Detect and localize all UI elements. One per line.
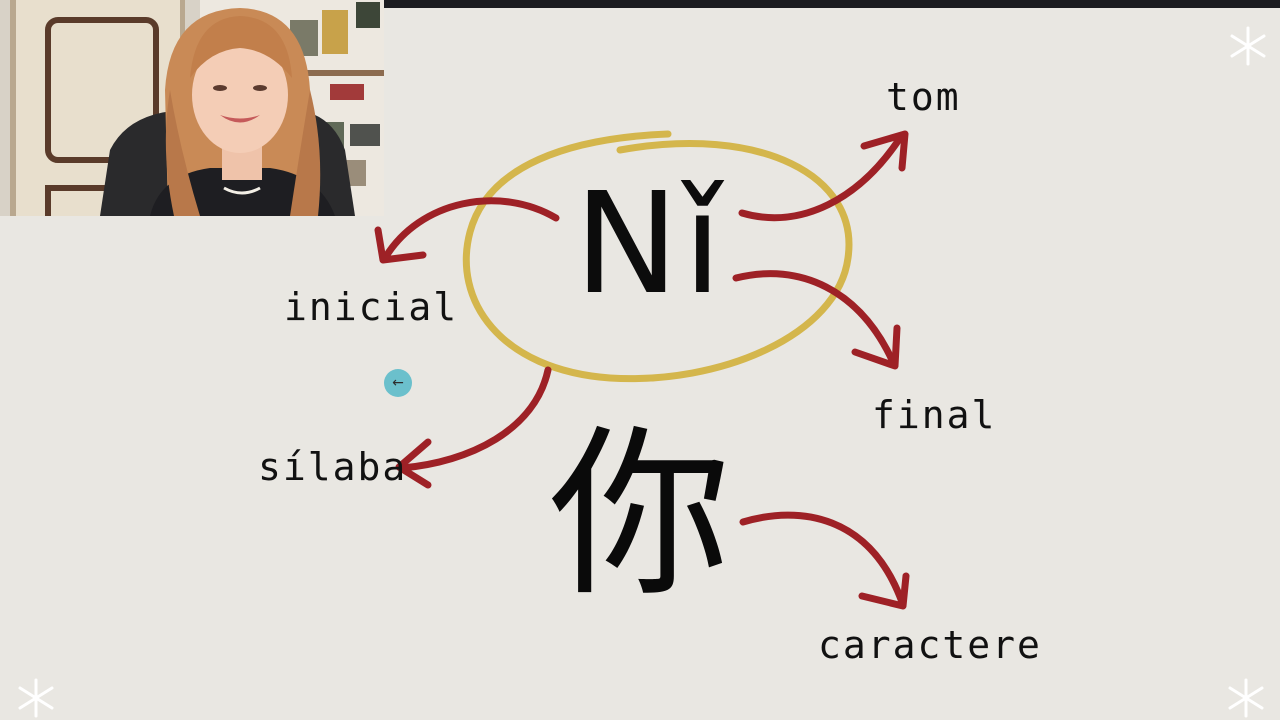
label-tom: tom: [886, 75, 961, 119]
arrow-to-final: [732, 270, 901, 370]
top-bar: [384, 0, 1280, 8]
sparkle-icon: [1230, 26, 1266, 66]
cursor-icon: ←: [384, 369, 412, 397]
sparkle-icon: [1228, 678, 1264, 718]
arrow-to-caractere: [739, 511, 910, 610]
arrow-to-inicial: [374, 197, 560, 264]
pinyin-syllable: Nǐ: [574, 163, 726, 326]
presenter-image: [0, 0, 384, 216]
label-inicial: inicial: [284, 285, 459, 329]
arrow-to-silaba: [395, 366, 552, 489]
label-final: final: [872, 393, 997, 437]
label-silaba: sílaba: [258, 445, 408, 489]
chinese-character: 你: [549, 409, 731, 621]
webcam-video: [0, 0, 384, 216]
arrow-to-tom: [738, 130, 909, 222]
arrow-left-icon: ←: [392, 375, 404, 391]
sparkle-icon: [18, 678, 54, 718]
label-caractere: caractere: [818, 623, 1042, 667]
highlight-circle: [462, 130, 853, 383]
